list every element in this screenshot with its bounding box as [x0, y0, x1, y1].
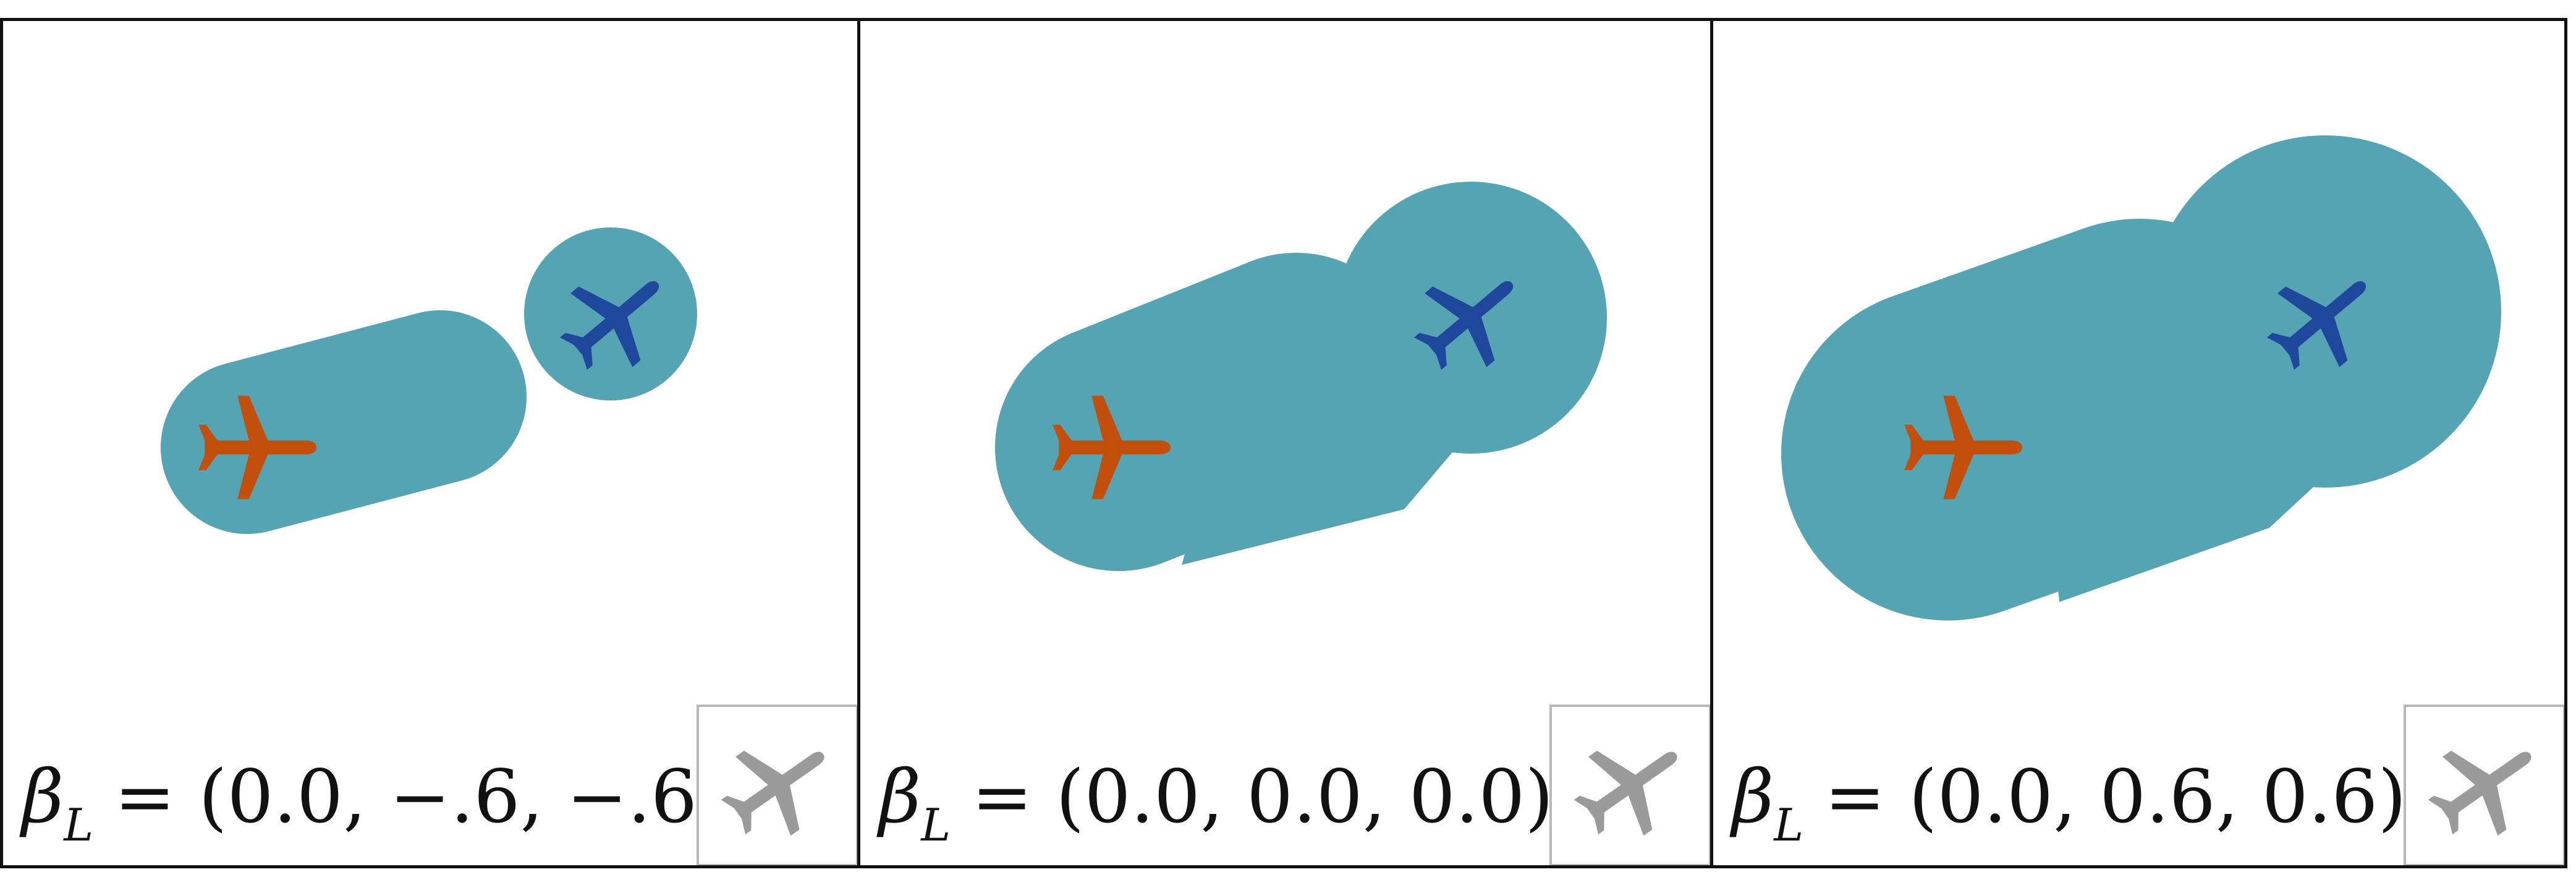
beta-subscript: L — [921, 799, 951, 851]
safety-region — [995, 182, 1607, 571]
beta-value: = (0.0, 0.0, 0.0) — [972, 754, 1554, 839]
panel-2: βL = (0.0, 0.0, 0.0) — [857, 18, 1713, 868]
beta-subscript: L — [64, 799, 94, 851]
inset-airplane-icon — [2412, 714, 2558, 857]
beta-label: βL= (0.0, 0.0, 0.0) — [879, 760, 1554, 847]
inset-box — [1549, 705, 1710, 865]
beta-symbol: β — [879, 754, 922, 839]
safety-region — [1781, 135, 2501, 620]
panel-3: βL = (0.0, 0.6, 0.6) — [1710, 18, 2567, 868]
inset-airplane-icon — [705, 714, 851, 857]
scene-2 — [995, 182, 1607, 571]
beta-value: = (0.0, 0.6, 0.6) — [1824, 754, 2407, 839]
beta-value: = (0.0, −.6, −.6) — [114, 754, 726, 839]
inset-airplane-icon — [1558, 714, 1704, 857]
beta-label: βL= (0.0, 0.6, 0.6) — [1732, 760, 2407, 847]
beta-subscript: L — [1774, 799, 1804, 851]
panel-1: βL = (0.0, −.6, −.6) — [0, 18, 860, 868]
scene-1 — [161, 227, 697, 534]
scene-3 — [1781, 135, 2501, 620]
beta-symbol: β — [22, 754, 64, 839]
beta-label: βL= (0.0, −.6, −.6) — [22, 760, 726, 847]
inset-box — [697, 705, 857, 865]
beta-symbol: β — [1732, 754, 1774, 839]
inset-box — [2404, 705, 2564, 865]
